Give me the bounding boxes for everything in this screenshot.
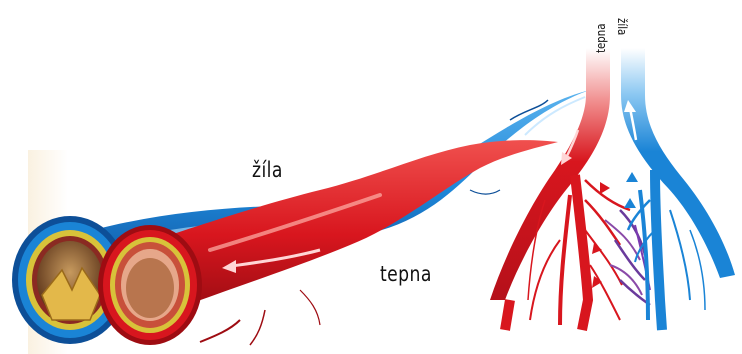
artery-vertical-label: tepna [594, 24, 608, 53]
artery-branching [490, 48, 630, 330]
vein-vertical-label: žíla [615, 18, 629, 35]
artery-label: tepna [380, 262, 432, 286]
artery-cross-section [98, 225, 202, 345]
vein-label: žíla [252, 158, 283, 182]
